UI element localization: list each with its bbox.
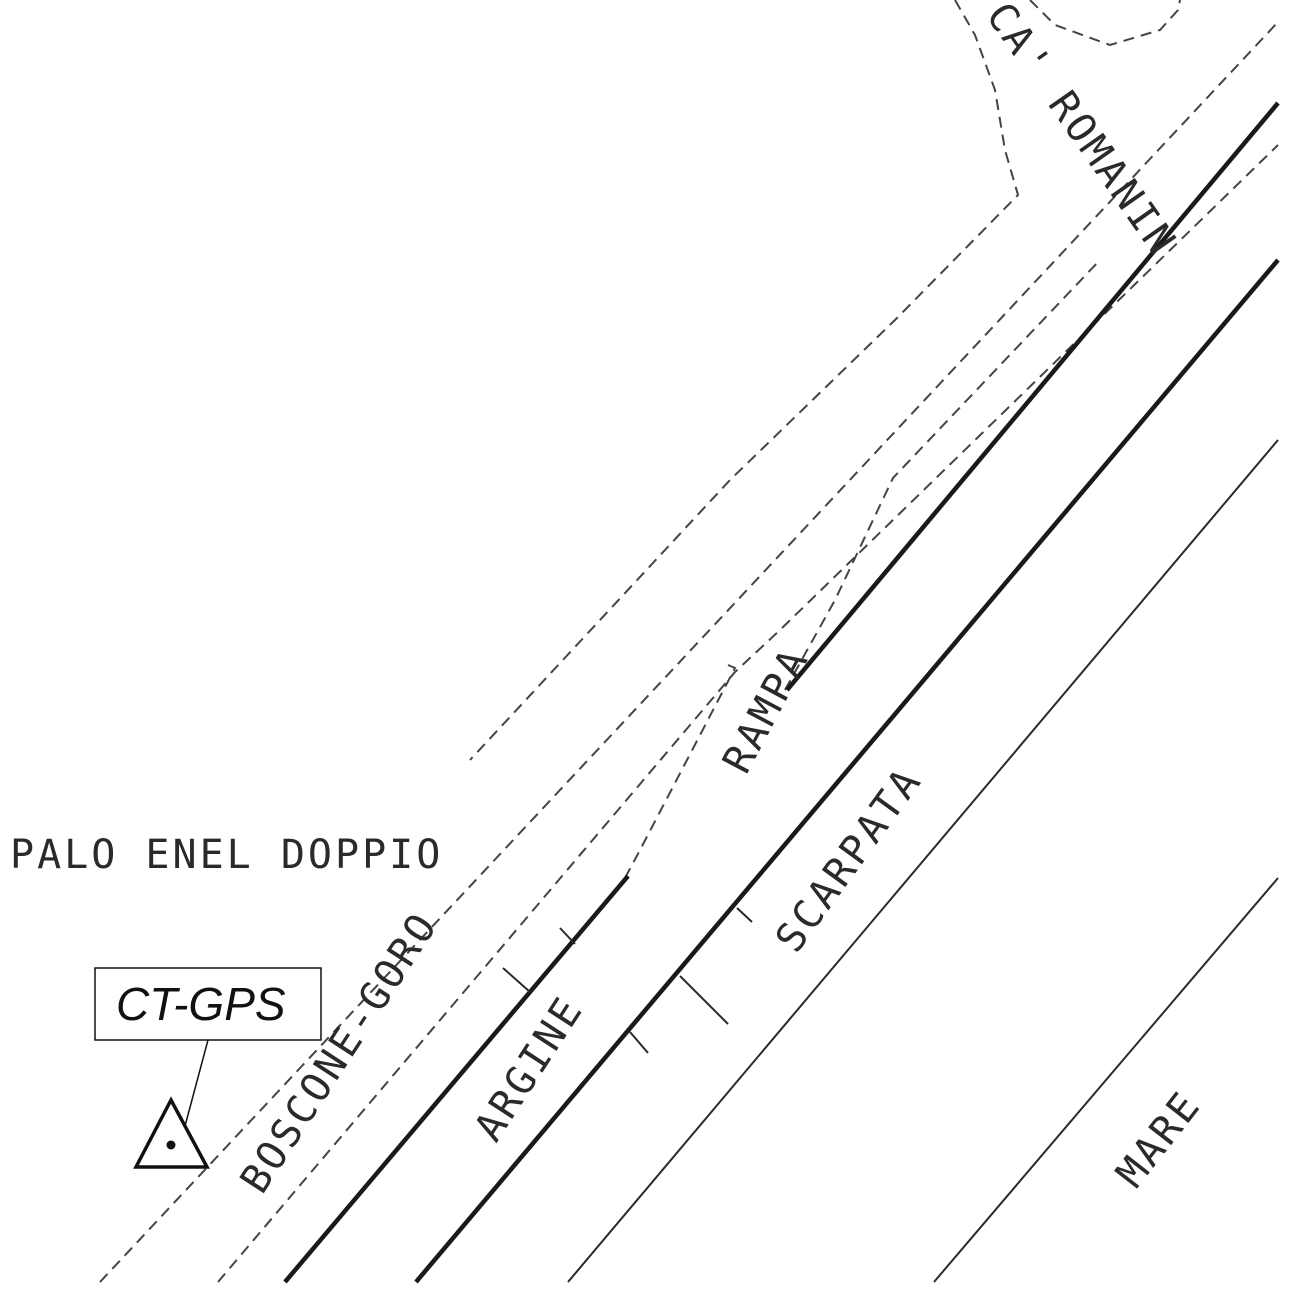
tick-mark (502, 967, 531, 993)
scarpata-line (567, 439, 1279, 1283)
rampa-label: RAMPA (714, 640, 818, 781)
tick-mark (629, 1031, 649, 1054)
gps-callout: CT-GPS (94, 967, 322, 1127)
tick-mark (679, 975, 729, 1025)
ca-romanin-label: CA' ROMANIN (977, 0, 1186, 265)
levee-line-east (414, 258, 1280, 1284)
boscone-goro-label: BOSCONE-GORO (232, 904, 448, 1202)
ramp-dashed-outline-2 (784, 259, 1101, 691)
triangle-dot-icon (133, 1096, 210, 1169)
scarpata-label: SCARPATA (767, 759, 932, 961)
tick-mark (559, 927, 576, 945)
road-dashed-line-outer (99, 21, 1279, 1283)
ca-romanin-dashed-road-east (1029, 0, 1181, 47)
levee-line-west-lower (283, 874, 630, 1284)
gps-label: CT-GPS (116, 978, 286, 1030)
gps-label-box (94, 967, 322, 1041)
road-dashed-line-inner (217, 144, 1279, 1283)
gps-leader-line (184, 1039, 209, 1127)
argine-label: ARGINE (466, 988, 593, 1149)
mare-label: MARE (1108, 1082, 1211, 1196)
ramp-dashed-outline (624, 664, 737, 879)
shoreline-line (933, 877, 1279, 1283)
tick-mark (736, 907, 753, 923)
palo-enel-label: PALO ENEL DOPPIO (10, 832, 443, 878)
ca-romanin-dashed-road (469, 0, 1020, 761)
levee-line-west-upper (785, 101, 1280, 692)
